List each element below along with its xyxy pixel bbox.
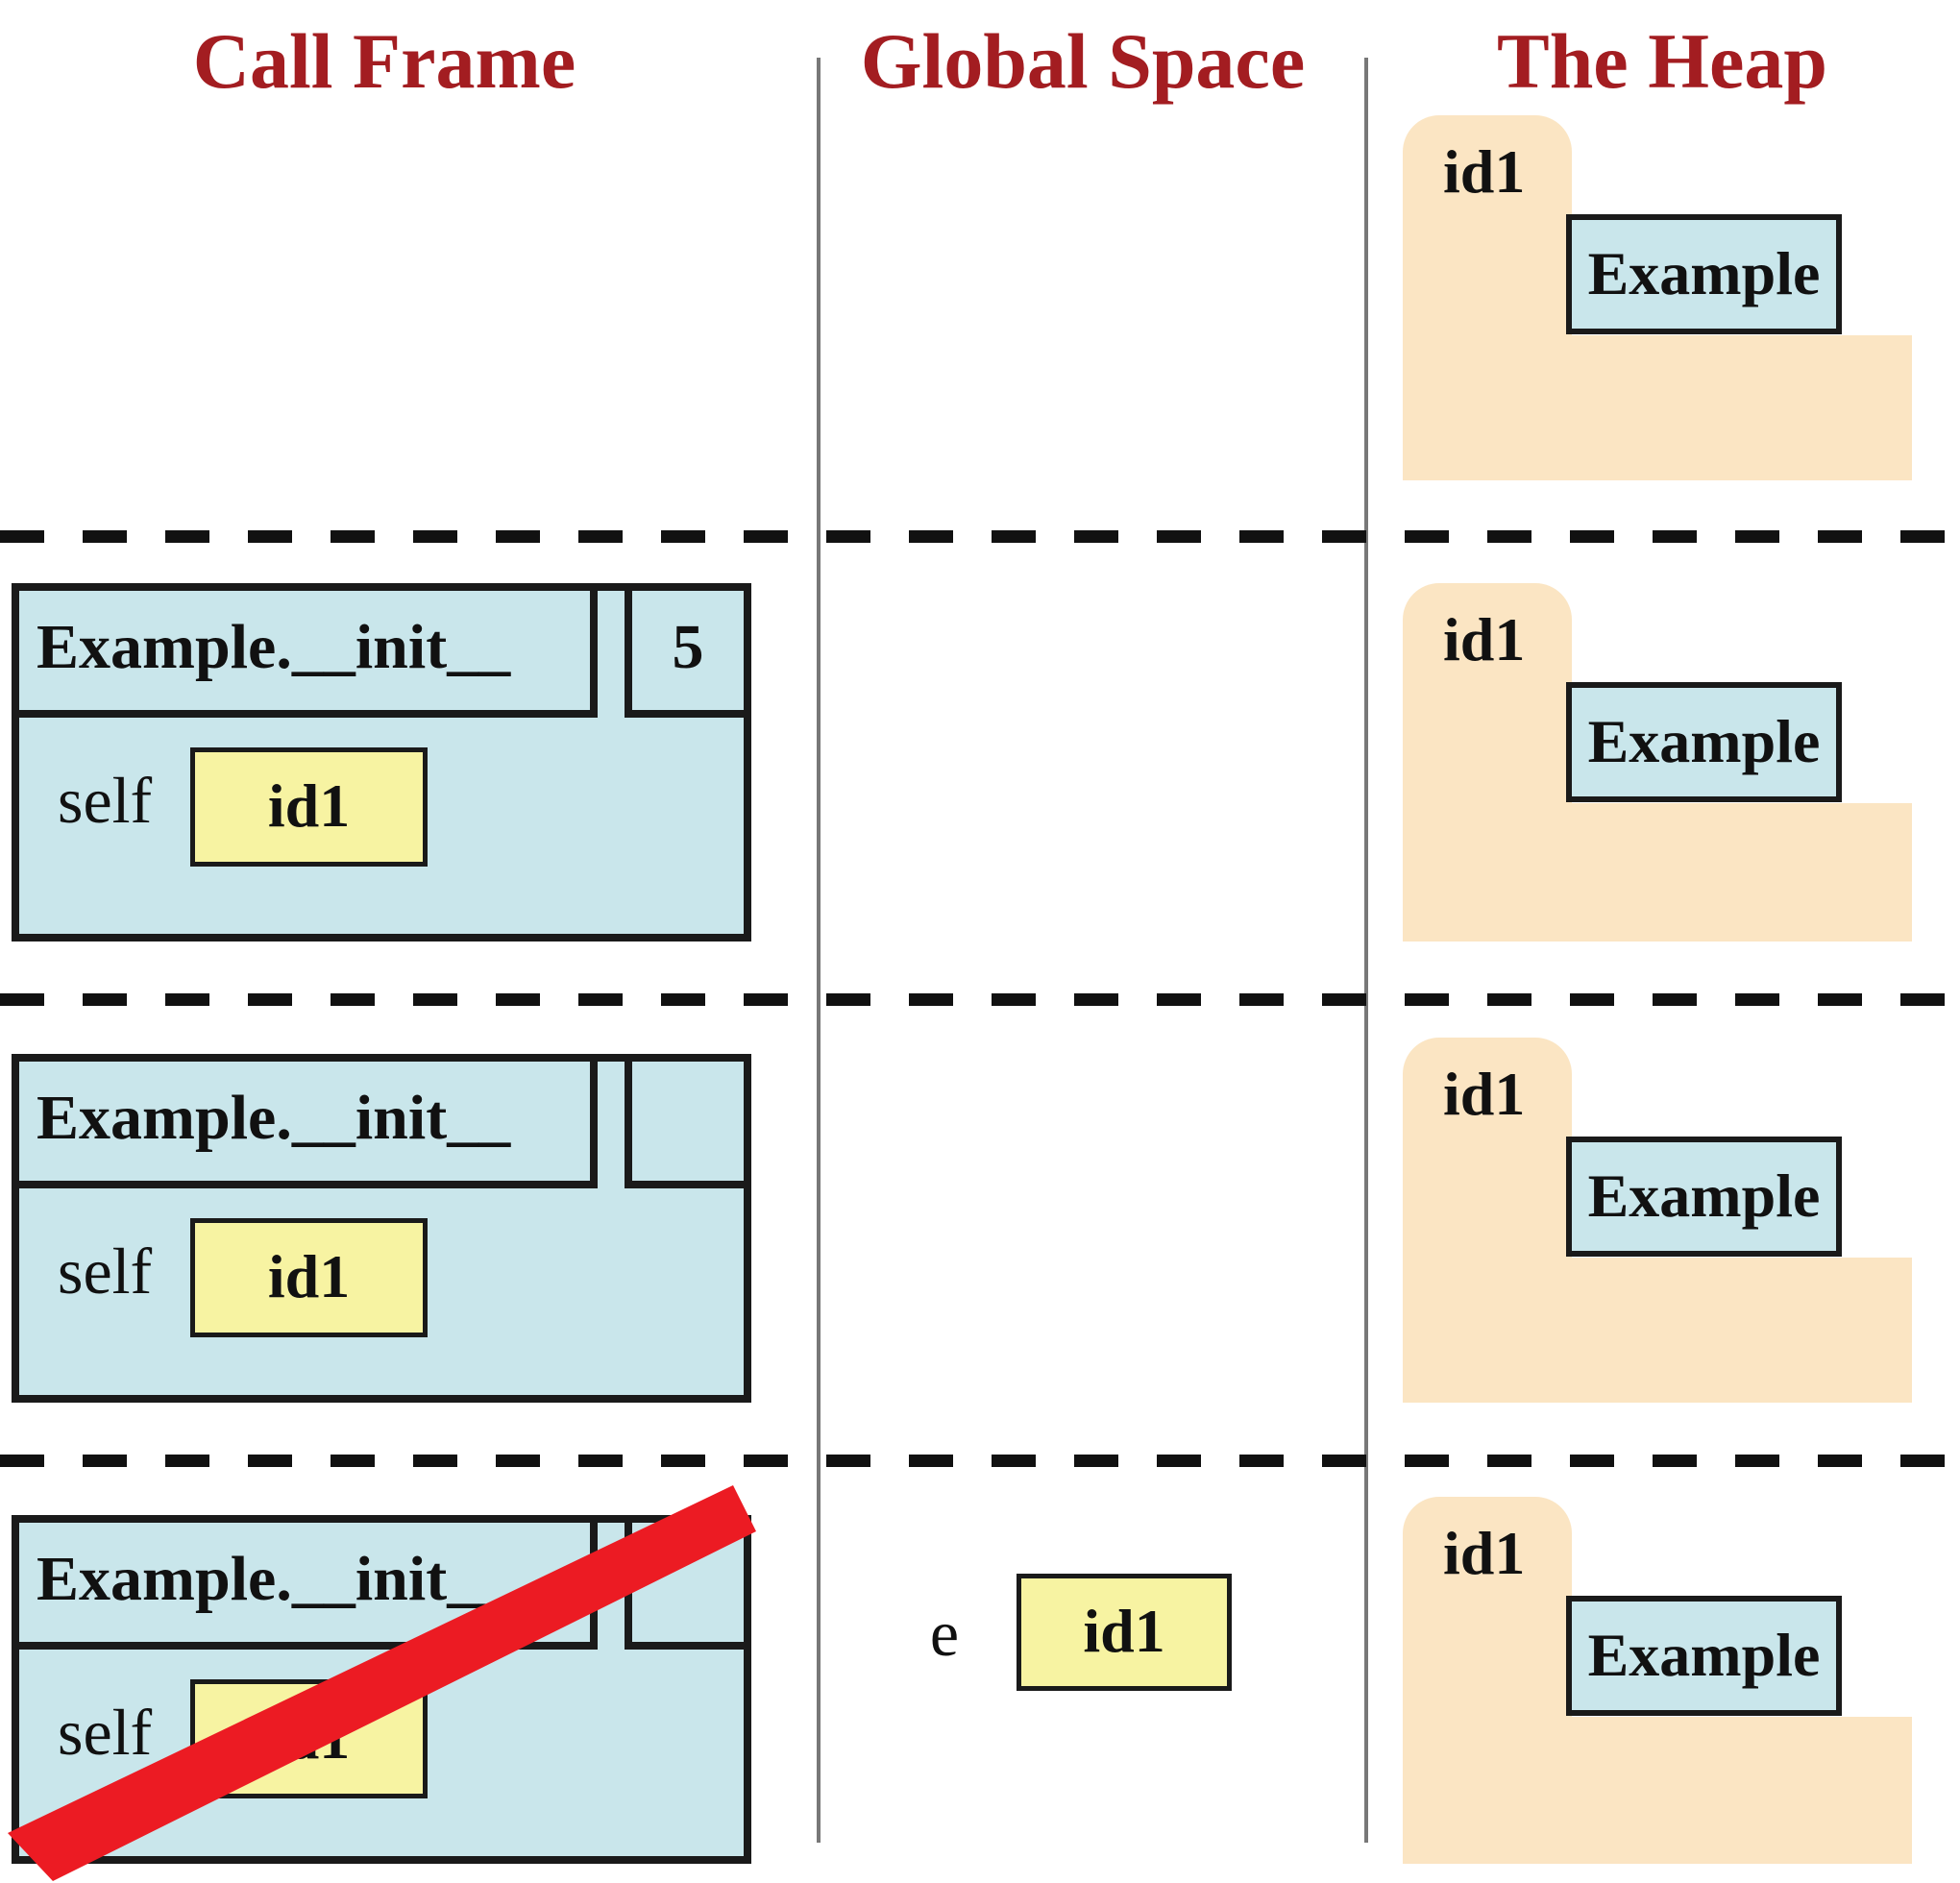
heap-object-box: Example: [1566, 1137, 1842, 1257]
frame-name-box: Example.__init__: [19, 591, 598, 718]
variable-value-box: id1: [190, 1679, 428, 1798]
row-divider-dashed: [0, 530, 1960, 543]
variable-name: self: [58, 1696, 153, 1769]
frame-name-box: Example.__init__: [19, 1062, 598, 1188]
variable-value-box: id1: [190, 1218, 428, 1337]
variable-name: self: [58, 1235, 153, 1308]
column-divider-left: [817, 58, 821, 1843]
column-header-call-frame: Call Frame: [192, 17, 576, 105]
program-counter-box: [625, 1523, 744, 1650]
folder-body: [1403, 803, 1912, 942]
folder-tab-label: id1: [1443, 137, 1526, 206]
variable-name: self: [58, 764, 153, 837]
folder-body: [1403, 1258, 1912, 1403]
column-divider-right: [1364, 58, 1368, 1843]
row-divider-dashed: [0, 993, 1960, 1006]
folder-body: [1403, 1717, 1912, 1864]
heap-object-box: Example: [1566, 682, 1842, 802]
call-frame: Example.__init__ self id1: [12, 1054, 751, 1403]
heap-folder: id1 Example: [1403, 1497, 1912, 1864]
frame-name-box: Example.__init__: [19, 1523, 598, 1650]
global-variable-name: e: [929, 1597, 960, 1670]
folder-tab-label: id1: [1443, 1060, 1526, 1128]
call-frame-deleted: Example.__init__ self id1: [12, 1515, 751, 1864]
column-header-global-space: Global Space: [860, 17, 1306, 105]
global-variable-value-box: id1: [1017, 1574, 1232, 1691]
heap-object-box: Example: [1566, 214, 1842, 334]
variable-value-box: id1: [190, 747, 428, 867]
folder-tab-label: id1: [1443, 1519, 1526, 1587]
folder-body: [1403, 335, 1912, 480]
folder-tab-label: id1: [1443, 605, 1526, 673]
heap-folder: id1 Example: [1403, 115, 1912, 480]
call-frame: Example.__init__ 5 self id1: [12, 583, 751, 942]
heap-object-box: Example: [1566, 1596, 1842, 1716]
program-counter-box: 5: [625, 591, 744, 718]
row-divider-dashed: [0, 1455, 1960, 1467]
heap-folder: id1 Example: [1403, 583, 1912, 942]
column-header-the-heap: The Heap: [1497, 17, 1827, 105]
heap-folder: id1 Example: [1403, 1038, 1912, 1403]
program-counter-box: [625, 1062, 744, 1188]
